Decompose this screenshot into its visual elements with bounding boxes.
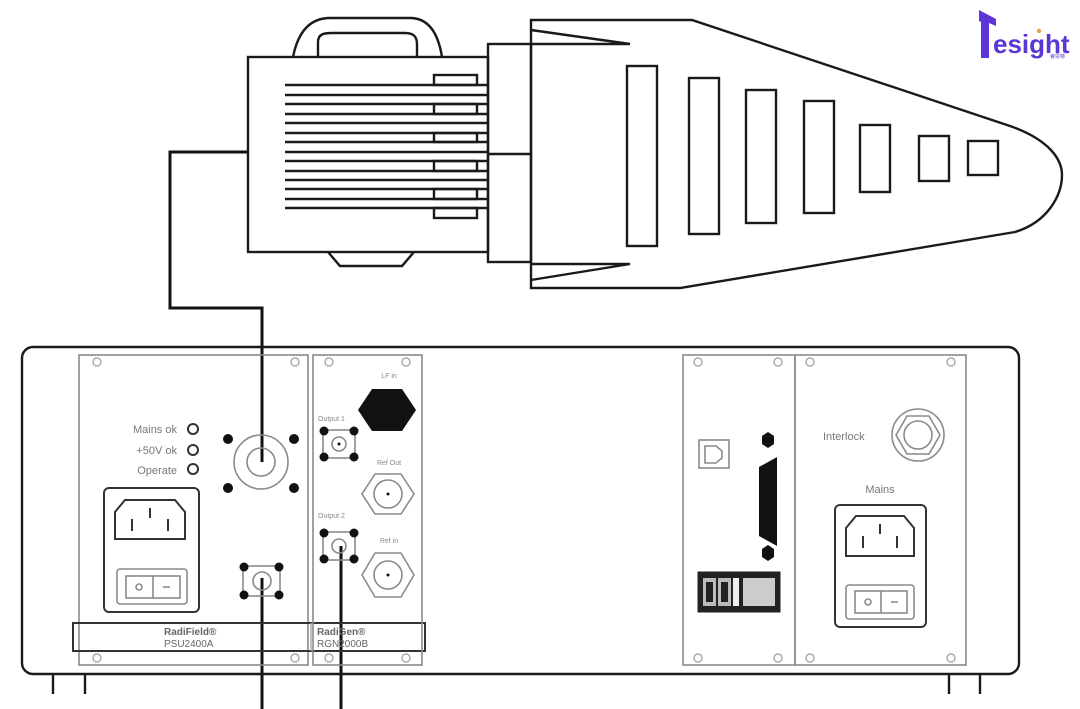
antenna xyxy=(246,16,1064,290)
chassis xyxy=(20,345,1021,694)
psu-mains-inlet-icon xyxy=(103,487,200,613)
antenna-foot xyxy=(327,251,415,268)
interlock-label: Interlock xyxy=(823,431,865,443)
indicator-label-50v-ok: +50V ok xyxy=(136,445,177,457)
mains-panel xyxy=(794,354,967,666)
usb-port-icon xyxy=(698,439,730,469)
psu-model: PSU2400A xyxy=(164,639,214,650)
logo-text: esight xyxy=(993,29,1070,59)
antenna-cone xyxy=(529,18,1064,290)
lf-in-label: LF in xyxy=(381,373,397,380)
psu-brand: RadiField® xyxy=(164,627,217,638)
ref-in-label: Ref in xyxy=(380,538,398,545)
label-strip xyxy=(72,622,426,652)
ref-out-connector-icon xyxy=(361,473,415,515)
chassis-body xyxy=(20,345,1021,676)
generator-model: RGN2000B xyxy=(317,639,368,650)
antenna-handle-inner xyxy=(316,31,419,57)
psu-output-connector-icon xyxy=(239,562,284,600)
indicator-label-operate: Operate xyxy=(137,465,177,477)
lf-in-connector-icon xyxy=(358,389,416,431)
psu-module: Mains ok +50V ok Operate xyxy=(72,354,426,666)
mains-module: Interlock Mains xyxy=(794,354,967,666)
logo-dot xyxy=(1036,28,1042,34)
control-module xyxy=(682,354,796,666)
output1-label: Output 1 xyxy=(318,416,345,423)
parallel-port-icon xyxy=(759,432,777,561)
mains-inlet-icon xyxy=(834,504,927,628)
generator-panel xyxy=(312,354,423,666)
psu-panel xyxy=(78,354,309,666)
50v-ok-led-icon xyxy=(187,444,199,456)
operate-led-icon xyxy=(187,463,199,475)
interlock-connector-icon xyxy=(891,408,945,462)
antenna-fins xyxy=(285,73,488,220)
ref-in-connector-icon xyxy=(361,552,415,598)
indicator-label-mains-ok: Mains ok xyxy=(133,424,178,436)
antenna-cable xyxy=(168,150,264,462)
tesight-logo: esight 睿思特 xyxy=(979,10,1070,60)
logo-subtext: 睿思特 xyxy=(1050,53,1065,60)
output2-label: Output 2 xyxy=(318,513,345,520)
output2-connector-icon xyxy=(319,528,359,564)
generator-module: LF in Output 1 Ref Out Output 2 Ref in xyxy=(312,354,423,666)
control-panel xyxy=(682,354,796,666)
mains-label: Mains xyxy=(865,484,895,496)
logo-mark-icon xyxy=(979,10,996,58)
mains-ok-led-icon xyxy=(187,423,199,435)
antenna-elements xyxy=(625,64,1000,248)
antenna-handle xyxy=(291,16,444,58)
antenna-connector-icon xyxy=(223,434,299,493)
output1-connector-icon xyxy=(319,426,359,462)
ref-out-label: Ref Out xyxy=(377,460,401,467)
fuse-switch-icon xyxy=(697,571,781,613)
antenna-body xyxy=(246,55,490,254)
generator-brand: RadiGen® xyxy=(317,627,366,638)
